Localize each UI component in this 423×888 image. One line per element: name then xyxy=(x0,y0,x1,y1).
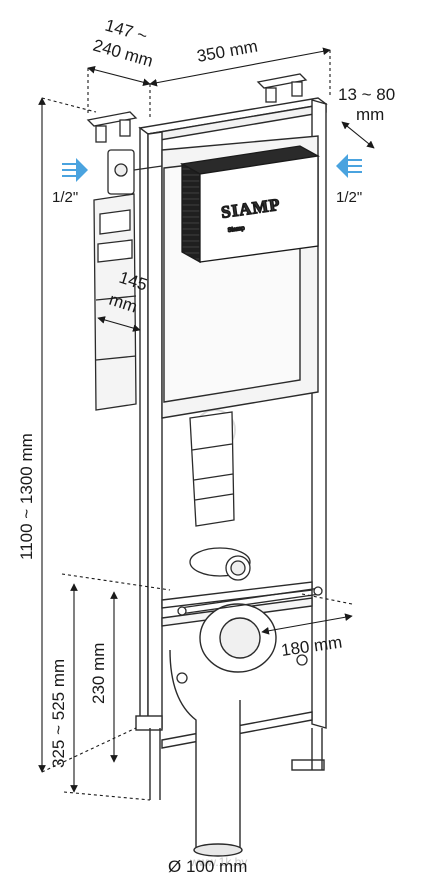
cistern-side xyxy=(93,193,137,411)
label-total-height: 1100 ~ 1300 mm xyxy=(17,433,36,560)
label-bolt-height-inner: 230 mm xyxy=(89,643,108,704)
label-bolt-height: 325 ~ 525 mm xyxy=(49,659,68,768)
flush-pipe xyxy=(189,411,251,581)
drain-outlet xyxy=(169,603,277,857)
dimension-lines xyxy=(38,47,375,801)
label-inlet-right: 1/2" xyxy=(336,189,362,206)
brand-model: Siamp xyxy=(227,226,245,234)
label-wall-offset-2: mm xyxy=(356,105,384,124)
label-drain-diameter: Ø 100 mm xyxy=(168,857,247,876)
label-wall-offset-1: 13 ~ 80 xyxy=(338,85,395,104)
water-inlet-arrows xyxy=(62,154,362,182)
watermark-site: www.1k.by xyxy=(189,855,247,869)
mounting-bolts xyxy=(176,586,323,684)
label-inlet-left: 1/2" xyxy=(52,189,78,206)
flush-button-panel: SIAMP Siamp xyxy=(180,145,320,264)
label-bolt-spacing: 180 mm xyxy=(280,633,343,660)
label-frame-width: 350 mm xyxy=(195,37,259,66)
inlet-valve xyxy=(107,149,163,195)
